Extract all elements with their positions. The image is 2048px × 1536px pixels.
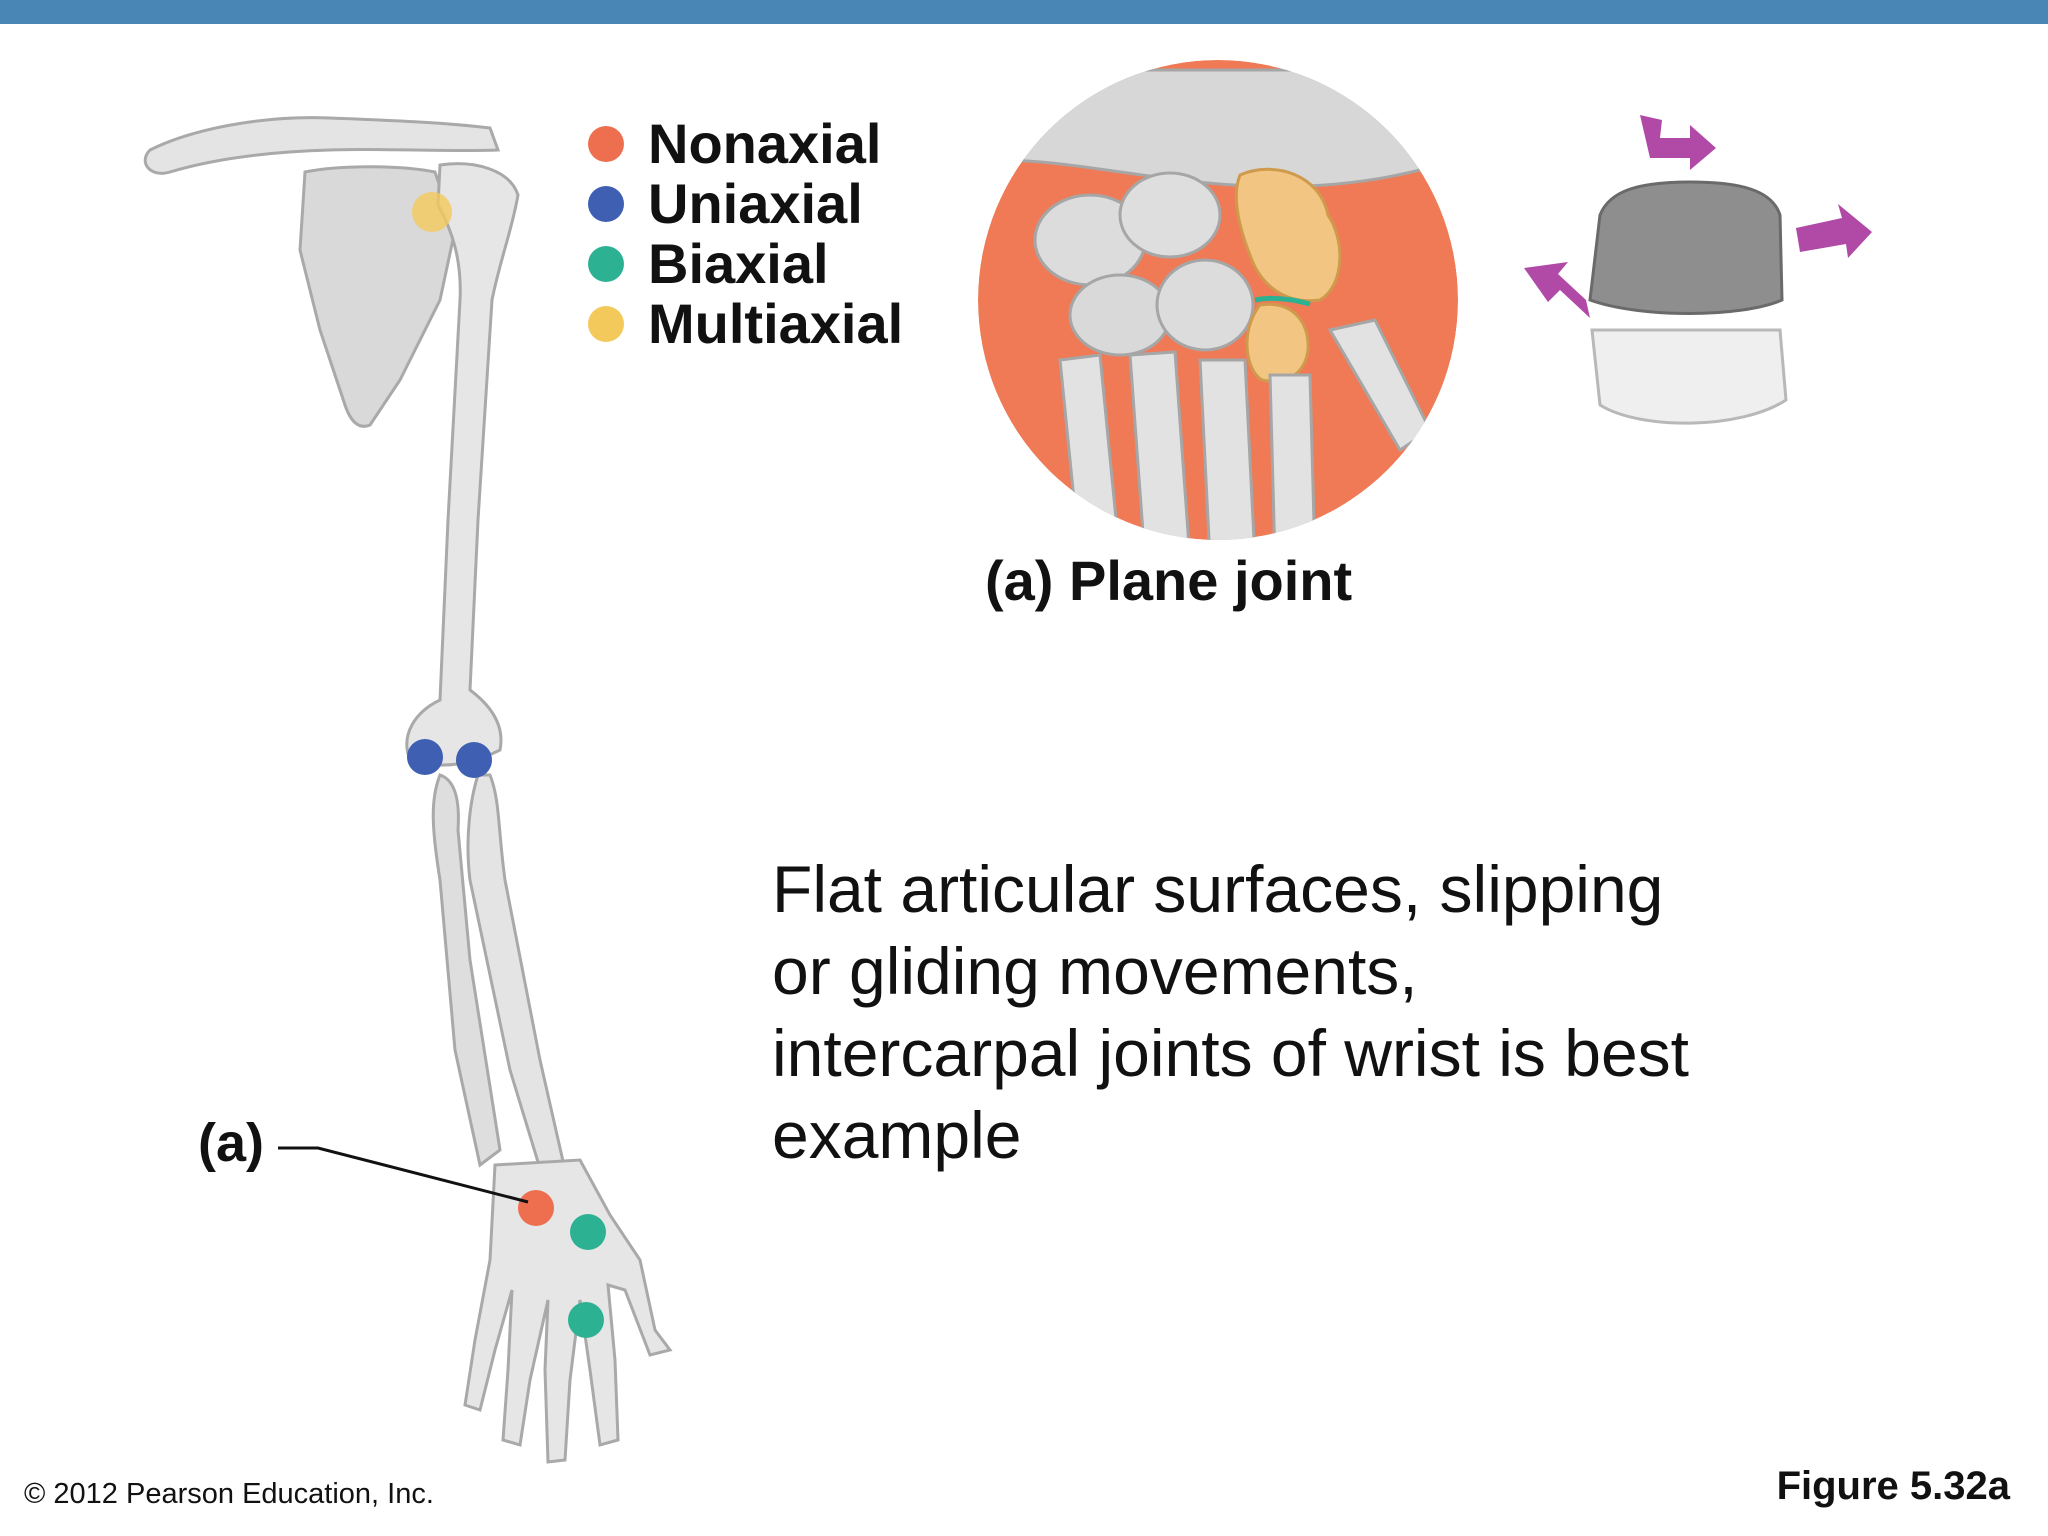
plane-joint-caption: (a) Plane joint xyxy=(985,549,1353,612)
arrow-up-icon xyxy=(1640,115,1716,170)
description-line: example xyxy=(772,1098,1022,1172)
description-line: intercarpal joints of wrist is best xyxy=(772,1016,1690,1090)
legend-label: Nonaxial xyxy=(648,112,882,175)
copyright-notice: © 2012 Pearson Education, Inc. xyxy=(24,1478,434,1510)
nonaxial-legend-dot xyxy=(588,126,624,162)
joint-type-legend: Nonaxial Uniaxial Biaxial Multiaxial xyxy=(588,114,903,354)
pointer-label: (a) xyxy=(198,1113,264,1173)
multiaxial-legend-dot xyxy=(588,306,624,342)
description-line: Flat articular surfaces, slipping xyxy=(772,852,1664,926)
carpal-highlight-lower xyxy=(1245,302,1310,383)
legend-item-biaxial: Biaxial xyxy=(588,234,903,294)
legend-label: Uniaxial xyxy=(648,172,863,235)
description-line: or gliding movements, xyxy=(772,934,1418,1008)
thumb-joint-dot xyxy=(570,1214,606,1250)
legend-label: Multiaxial xyxy=(648,292,904,355)
figure-label: Figure 5.32a xyxy=(1776,1464,2010,1508)
gliding-block-model xyxy=(1588,180,1788,425)
ulna xyxy=(431,773,502,1168)
elbow-joint-dot-1 xyxy=(407,739,443,775)
description-text: Flat articular surfaces, slipping or gli… xyxy=(772,848,1872,1176)
finger-joint-dot xyxy=(568,1302,604,1338)
legend-item-multiaxial: Multiaxial xyxy=(588,294,903,354)
hand xyxy=(463,1158,673,1464)
legend-item-uniaxial: Uniaxial xyxy=(588,174,903,234)
carpal-highlight-upper xyxy=(1234,167,1342,303)
humerus xyxy=(405,162,520,767)
arrow-left-icon xyxy=(1524,262,1590,318)
intercarpal-joint-dot xyxy=(518,1190,554,1226)
legend-item-nonaxial: Nonaxial xyxy=(588,114,903,174)
wrist-closeup xyxy=(978,60,1458,540)
arrow-right-icon xyxy=(1796,204,1872,258)
elbow-joint-dot-2 xyxy=(456,742,492,778)
scapula xyxy=(298,165,457,428)
plane-joint-line xyxy=(1254,295,1311,307)
clavicle xyxy=(143,116,501,175)
top-bar xyxy=(0,0,2048,24)
uniaxial-legend-dot xyxy=(588,186,624,222)
legend-label: Biaxial xyxy=(648,232,829,295)
biaxial-legend-dot xyxy=(588,246,624,282)
pointer-line xyxy=(278,1146,529,1204)
shoulder-joint-dot xyxy=(412,192,452,232)
